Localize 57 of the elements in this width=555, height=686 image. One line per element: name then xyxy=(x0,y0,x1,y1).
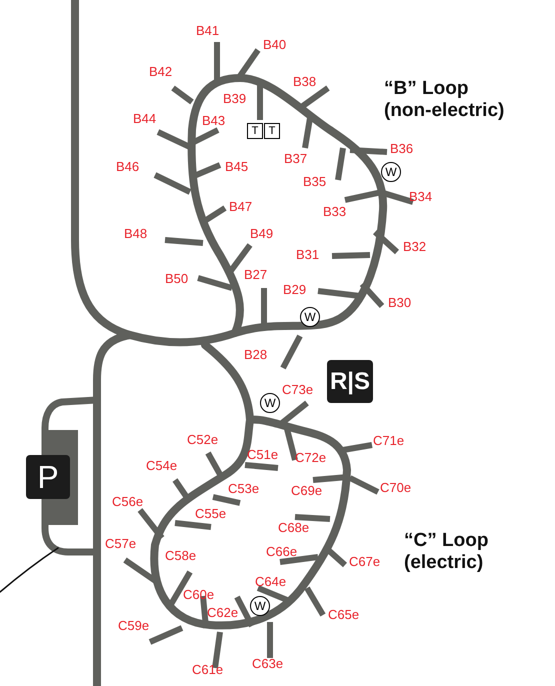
site-number: B49 xyxy=(250,227,274,240)
site-number: C68e xyxy=(278,521,310,534)
site-number: B36 xyxy=(390,142,414,155)
site-number: C67e xyxy=(349,555,380,568)
site-number: B42 xyxy=(149,65,172,78)
loop-heading: “C” Loop (electric) xyxy=(404,530,490,574)
site-number: B40 xyxy=(263,38,286,51)
site-number: C60e xyxy=(183,588,214,601)
site-number: B30 xyxy=(388,296,412,309)
site-number: B37 xyxy=(284,152,308,165)
site-number: C51e xyxy=(247,448,278,461)
site-number: B47 xyxy=(229,200,252,213)
site-number: C59e xyxy=(118,619,150,632)
site-number: C62e xyxy=(207,606,238,619)
site-number: C71e xyxy=(373,434,404,447)
site-number: B43 xyxy=(202,114,226,127)
site-number: C56e xyxy=(112,495,144,508)
site-number: C72e xyxy=(295,451,326,464)
site-number: B27 xyxy=(244,268,268,281)
site-number: C73e xyxy=(282,383,314,396)
toilet-sign: T xyxy=(247,123,263,139)
site-number: B45 xyxy=(225,160,248,173)
site-number: C64e xyxy=(255,575,286,588)
parking-sign: P xyxy=(26,455,70,499)
site-number: B46 xyxy=(116,160,140,173)
site-number: B31 xyxy=(296,248,320,261)
site-number: B41 xyxy=(196,24,220,37)
loop-heading: “B” Loop (non-electric) xyxy=(384,78,506,122)
water-sign: W xyxy=(381,162,401,182)
site-number: B39 xyxy=(223,92,246,105)
site-number: B38 xyxy=(293,75,316,88)
site-number: C63e xyxy=(252,657,284,670)
site-number: B28 xyxy=(244,348,268,361)
toilet-sign: T xyxy=(264,123,280,139)
water-sign: W xyxy=(260,393,280,413)
site-number: C69e xyxy=(291,484,322,497)
site-number: C54e xyxy=(146,459,178,472)
site-number: C58e xyxy=(165,549,196,562)
site-number: B50 xyxy=(165,272,188,285)
site-number: B44 xyxy=(133,112,156,125)
water-sign: W xyxy=(300,307,320,327)
site-number: C57e xyxy=(105,537,136,550)
site-number: B32 xyxy=(403,240,426,253)
site-number: C70e xyxy=(380,481,412,494)
site-number: B48 xyxy=(124,227,148,240)
restroom-shower-sign: R|S xyxy=(327,360,373,403)
site-number: C61e xyxy=(192,663,224,676)
site-number: B33 xyxy=(323,205,346,218)
site-number: B29 xyxy=(283,283,306,296)
site-number: C66e xyxy=(266,545,298,558)
site-number: C65e xyxy=(328,608,360,621)
site-number: B35 xyxy=(303,175,326,188)
site-number: C53e xyxy=(228,482,260,495)
site-number: C55e xyxy=(195,507,226,520)
site-number: C52e xyxy=(187,433,218,446)
site-number: B34 xyxy=(409,190,432,203)
water-sign: W xyxy=(250,596,270,616)
